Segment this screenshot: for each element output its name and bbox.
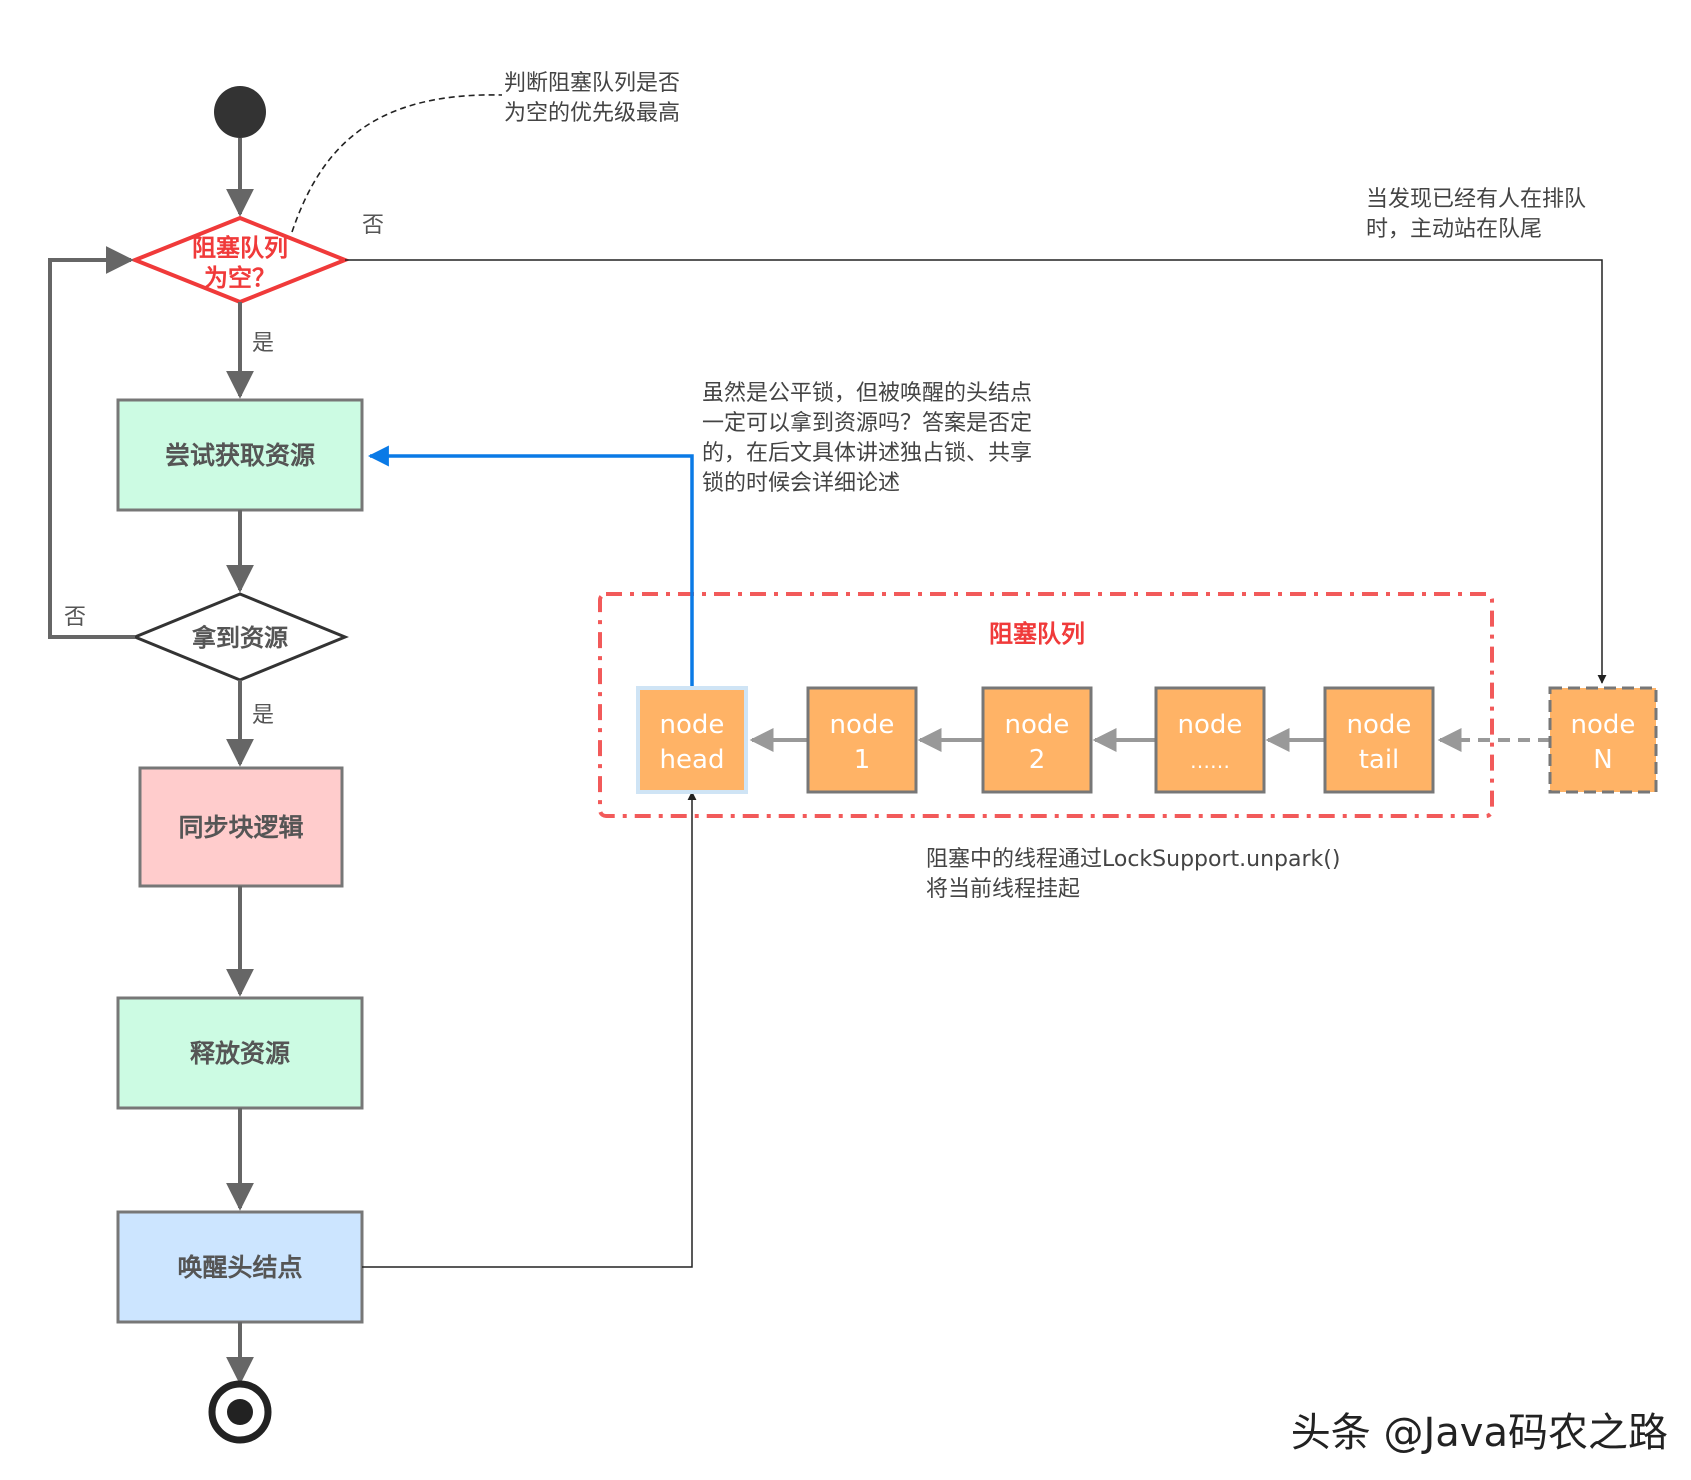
box-wake-head-label: 唤醒头结点 <box>177 1253 302 1282</box>
queue-node-2: node 2 <box>981 686 1093 794</box>
decision-got-resource-label: 拿到资源 <box>192 624 288 652</box>
watermark: 头条 @Java码农之路 <box>1291 1410 1668 1456</box>
queue-title: 阻塞队列 <box>989 620 1085 648</box>
note-join-tail-line2: 时，主动站在队尾 <box>1366 217 1542 242</box>
queue-node-dots: node …… <box>1154 686 1266 794</box>
queue-node-1: node 1 <box>806 686 918 794</box>
note-park-line1: 阻塞中的线程通过LockSupport.unpark() <box>926 847 1340 872</box>
start-node <box>214 86 266 138</box>
note-priority-line2: 为空的优先级最高 <box>504 101 680 126</box>
label-no-loop: 否 <box>64 605 86 630</box>
note-priority-line1: 判断阻塞队列是否 <box>504 71 680 96</box>
box-sync-logic-label: 同步块逻辑 <box>178 813 303 842</box>
box-wake-head: 唤醒头结点 <box>116 1210 364 1324</box>
decision-queue-empty-line1: 阻塞队列 <box>192 234 288 262</box>
queue-container <box>598 592 1494 818</box>
box-sync-logic: 同步块逻辑 <box>138 766 344 888</box>
queue-node-2-line1: node <box>1005 710 1070 740</box>
box-try-acquire: 尝试获取资源 <box>116 398 364 512</box>
box-try-acquire-label: 尝试获取资源 <box>165 441 315 470</box>
note-fair-line3: 的，在后文具体讲述独占锁、共享 <box>702 441 1032 466</box>
queue-node-n-line2: N <box>1593 745 1612 775</box>
queue-node-dots-line1: node <box>1178 710 1243 740</box>
box-release-label: 释放资源 <box>190 1039 290 1068</box>
queue-node-n-line1: node <box>1571 710 1636 740</box>
label-yes-top: 是 <box>252 331 274 356</box>
note-fair-line1: 虽然是公平锁，但被唤醒的头结点 <box>702 381 1032 406</box>
note-fair-line2: 一定可以拿到资源吗？答案是否定 <box>702 410 1032 436</box>
note-fair-line4: 锁的时候会详细论述 <box>702 471 900 496</box>
decision-queue-empty: 阻塞队列 为空？ <box>129 215 351 305</box>
label-no-top: 否 <box>362 213 384 238</box>
queue-node-head-line1: node <box>660 710 725 740</box>
queue-node-tail: node tail <box>1323 686 1435 794</box>
queue-node-head-line2: head <box>660 745 725 775</box>
box-release: 释放资源 <box>116 996 364 1110</box>
edge-decision-no <box>345 259 1607 684</box>
queue-node-n: node N <box>1548 686 1658 794</box>
queue-node-head: node head <box>636 686 748 794</box>
end-node <box>208 1380 272 1444</box>
edge-head-to-try-acquire <box>367 445 694 692</box>
edge-got-resource-no <box>48 246 135 639</box>
queue-node-tail-line1: node <box>1347 710 1412 740</box>
queue-node-1-line1: node <box>830 710 895 740</box>
edge-wake-to-node-head <box>362 791 697 1268</box>
label-yes-bottom: 是 <box>252 703 274 728</box>
queue-node-dots-line2: …… <box>1190 749 1230 773</box>
note-priority-connector <box>291 94 503 233</box>
note-join-tail-line1: 当发现已经有人在排队 <box>1366 187 1586 212</box>
queue-node-1-line2: 1 <box>854 745 871 775</box>
note-park-line2: 将当前线程挂起 <box>926 877 1080 902</box>
queue-node-tail-line2: tail <box>1359 745 1400 775</box>
decision-got-resource: 拿到资源 <box>131 592 349 682</box>
decision-queue-empty-line2: 为空？ <box>204 264 276 292</box>
queue-node-2-line2: 2 <box>1029 745 1046 775</box>
